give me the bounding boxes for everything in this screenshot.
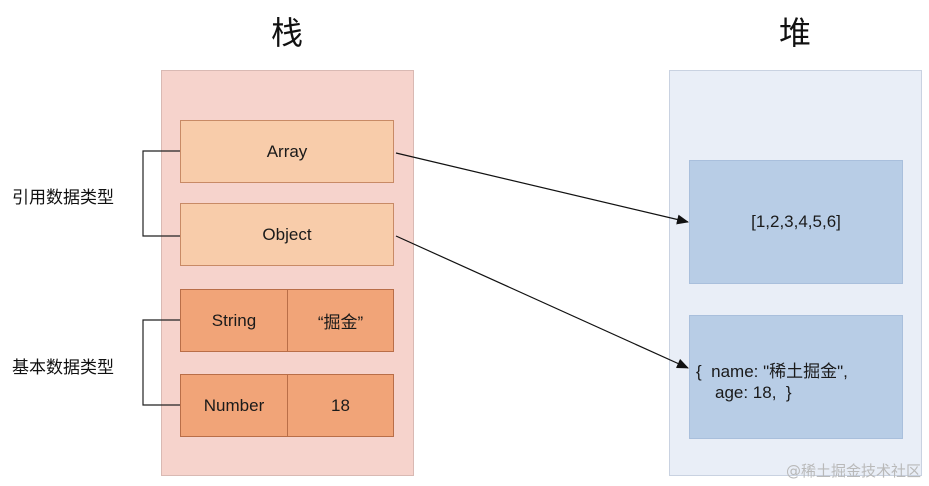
primitive-types-label: 基本数据类型	[12, 358, 114, 378]
stack-array-box: Array	[180, 120, 394, 183]
reference-types-label: 引用数据类型	[12, 188, 114, 208]
stack-string-label: String	[181, 290, 288, 351]
reference-types-bracket	[142, 150, 180, 237]
array-pointer-arrow	[395, 152, 689, 225]
heap-object-line2: age: 18, }	[715, 383, 792, 402]
stack-number-value: 18	[331, 395, 350, 415]
stack-object-box: Object	[180, 203, 394, 266]
heap-title: 堆	[778, 14, 811, 52]
stack-string-row: String “掘金”	[180, 289, 394, 352]
watermark: @稀土掘金技术社区	[785, 462, 921, 480]
heap-array-value: [1,2,3,4,5,6]	[751, 212, 841, 231]
stack-number-row: Number 18	[180, 374, 394, 437]
heap-object-box: { name: "稀土掘金", age: 18, }	[689, 315, 903, 439]
heap-object-line1: { name: "稀土掘金",	[696, 362, 848, 381]
stack-title: 栈	[270, 14, 303, 52]
stack-number-label: Number	[181, 375, 288, 436]
object-pointer-arrow	[395, 235, 689, 369]
stack-object-label: Object	[262, 224, 312, 244]
stack-array-label: Array	[266, 141, 308, 161]
primitive-types-bracket	[142, 319, 180, 406]
stack-string-value: “掘金”	[317, 313, 364, 332]
heap-array-box: [1,2,3,4,5,6]	[689, 160, 903, 284]
